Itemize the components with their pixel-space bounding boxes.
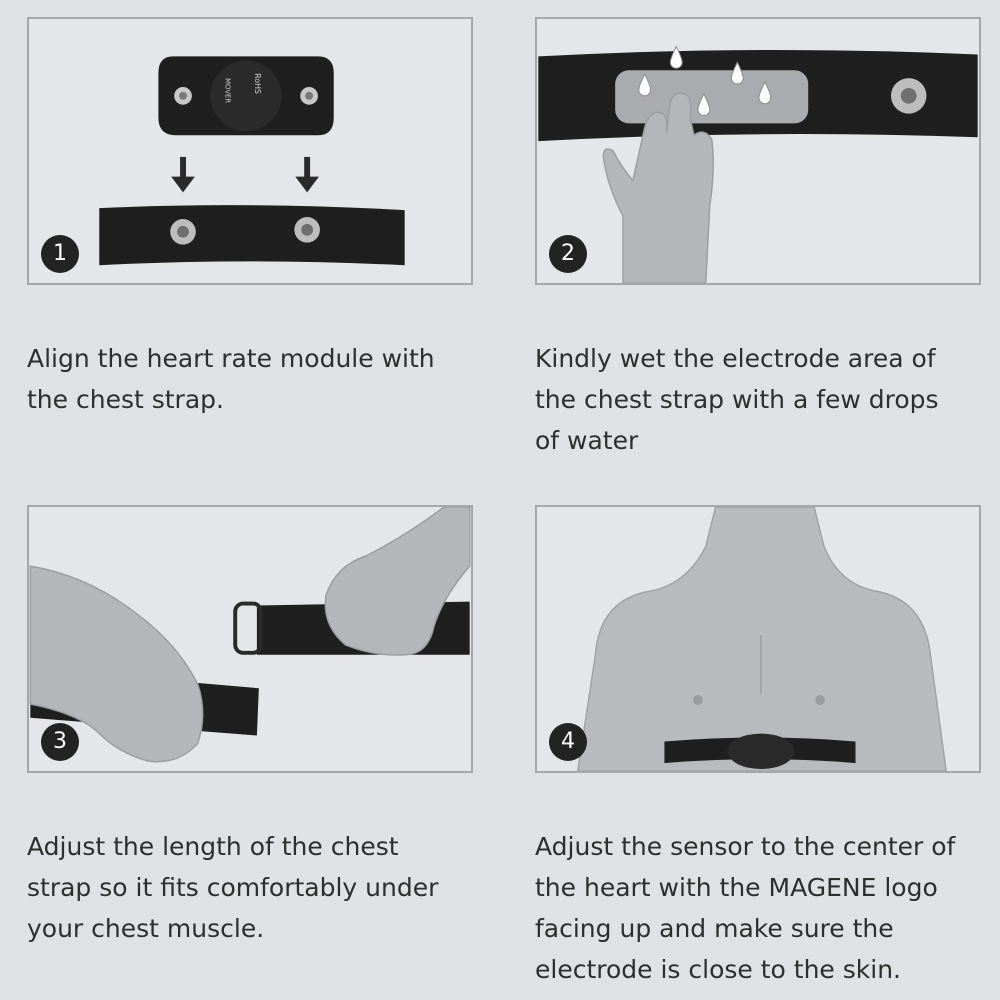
step-1-number-badge: 1 xyxy=(41,235,79,273)
module-marks-text: RoHS xyxy=(253,73,262,94)
chest-strap xyxy=(99,205,405,266)
step-1-caption: Align the heart rate module with the che… xyxy=(27,344,435,414)
strap-snap-right-core xyxy=(301,223,314,236)
wear-sensor-illustration xyxy=(576,507,947,771)
nipple-left xyxy=(692,695,703,705)
torso-illustration xyxy=(576,507,947,771)
step-2-number-badge: 2 xyxy=(549,235,587,273)
hand-illustration xyxy=(602,92,714,283)
right-hand-illustration xyxy=(324,507,471,656)
step-3-number-badge: 3 xyxy=(41,723,79,761)
electrode-area xyxy=(615,70,809,124)
step-1-illustration-panel: MOVER RoHS 1 xyxy=(27,17,473,285)
nipple-right xyxy=(815,695,825,705)
step-2-illustration-panel: 2 xyxy=(535,17,981,285)
heart-rate-sensor xyxy=(727,733,795,770)
arrow-down-icon xyxy=(171,156,195,193)
module-brand-text: MOVER xyxy=(223,78,231,103)
step-3-illustration-panel: 3 xyxy=(27,505,473,773)
water-drop-icons xyxy=(638,45,772,117)
strap-snap-left-core xyxy=(177,225,189,238)
arrow-down-icon xyxy=(295,156,319,193)
left-hand-illustration xyxy=(29,565,204,763)
step-4-caption: Adjust the sensor to the center of the h… xyxy=(535,832,956,984)
strap-buckle xyxy=(233,601,263,655)
step-3-caption: Adjust the length of the chest strap so … xyxy=(27,832,439,943)
step-4-number-badge: 4 xyxy=(549,723,587,761)
step-2-caption: Kindly wet the electrode area of the che… xyxy=(535,344,939,455)
module-center-disc xyxy=(210,60,282,132)
wet-electrode-illustration xyxy=(538,45,978,283)
module-snap-left-core xyxy=(179,91,187,100)
step-4-illustration-panel: 4 xyxy=(535,505,981,773)
module-alignment-illustration: MOVER RoHS xyxy=(99,56,405,266)
strap-snap-core xyxy=(900,87,917,104)
adjust-strap-illustration xyxy=(29,507,471,763)
module-snap-right-core xyxy=(305,91,314,100)
